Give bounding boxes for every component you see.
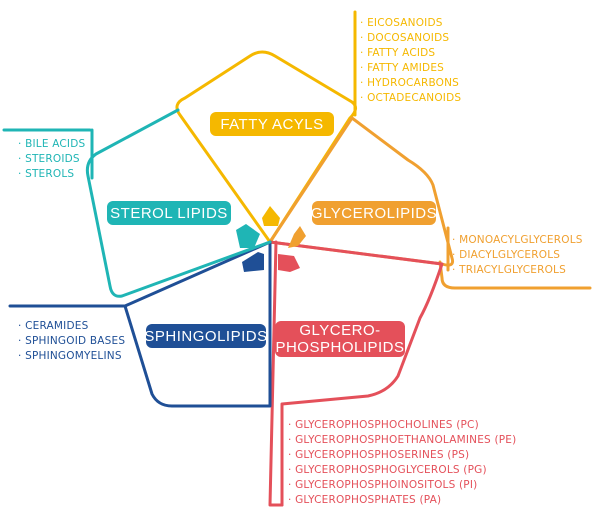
sphingolipids-box: SPHINGOLIPIDS (144, 324, 268, 348)
glycerolipids-list: · MONOACYLGLYCEROLS · DIACYLGLYCEROLS · … (452, 233, 583, 278)
center-red-shape (278, 254, 300, 272)
list-item: · TRIACYLGLYCEROLS (452, 264, 566, 276)
list-item: · STEROIDS (18, 153, 80, 165)
list-item: · GLYCEROPHOSPHOCHOLINES (PC) (288, 419, 479, 431)
list-item: · BILE ACIDS (18, 138, 86, 150)
sphingolipids-list: · CERAMIDES · SPHINGOID BASES · SPHINGOM… (18, 319, 125, 364)
fatty-acyls-box: FATTY ACYLS (210, 112, 334, 136)
glycerophospholipids-box: GLYCERO- PHOSPHOLIPIDS (275, 321, 405, 357)
glycerophospholipids-bracket (268, 240, 284, 507)
list-item: · SPHINGOMYELINS (18, 350, 122, 362)
list-item: · FATTY ACIDS (360, 47, 436, 59)
center-orange-shape (288, 226, 306, 248)
glycerolipids-bracket (438, 260, 592, 290)
center-blue-shape (242, 252, 264, 272)
glycerophospholipids-outline (268, 240, 444, 507)
list-item: · GLYCEROPHOSPHOINOSITOLS (PI) (288, 479, 478, 491)
list-item: · SPHINGOID BASES (18, 335, 126, 347)
sphingolipids-link (123, 240, 272, 308)
fatty-acyls-label: FATTY ACYLS (220, 115, 324, 133)
list-item: · DOCOSANOIDS (360, 32, 450, 44)
glycerolipids-box: GLYCEROLIPIDS (310, 201, 438, 225)
glycerophospholipids-list: · GLYCEROPHOSPHOCHOLINES (PC) · GLYCEROP… (288, 418, 516, 508)
list-item: · FATTY AMIDES (360, 62, 445, 74)
list-item: · HYDROCARBONS (360, 77, 460, 89)
list-item: · OCTADECANOIDS (360, 92, 462, 104)
sphingolipids-outline (8, 240, 272, 408)
sterol-lipids-box: STEROL LIPIDS (107, 201, 231, 225)
list-item: · GLYCEROPHOSPHOGLYCEROLS (PG) (288, 464, 487, 476)
glycerophospholipids-label: GLYCERO- PHOSPHOLIPIDS (275, 322, 405, 356)
glycerolipids-label: GLYCEROLIPIDS (310, 204, 438, 222)
list-item: · EICOSANOIDS (360, 17, 443, 29)
center-yellow-shape (262, 206, 280, 226)
list-item: · CERAMIDES (18, 320, 89, 332)
fatty-acyls-list: · EICOSANOIDS · DOCOSANOIDS · FATTY ACID… (360, 16, 461, 106)
sterol-lipids-list: · BILE ACIDS · STEROIDS · STEROLS (18, 137, 85, 182)
list-item: · STEROLS (18, 168, 75, 180)
list-item: · MONOACYLGLYCEROLS (452, 234, 583, 246)
sterol-lipids-bracket (2, 128, 94, 180)
list-item: · GLYCEROPHOSPHOSERINES (PS) (288, 449, 470, 461)
center-teal-shape (236, 224, 260, 248)
sphingolipids-label: SPHINGOLIPIDS (144, 327, 268, 345)
sterol-lipids-label: STEROL LIPIDS (110, 204, 228, 222)
list-item: · DIACYLGLYCEROLS (452, 249, 561, 261)
list-item: · GLYCEROPHOSPHATES (PA) (288, 494, 442, 506)
list-item: · GLYCEROPHOSPHOETHANOLAMINES (PE) (288, 434, 517, 446)
